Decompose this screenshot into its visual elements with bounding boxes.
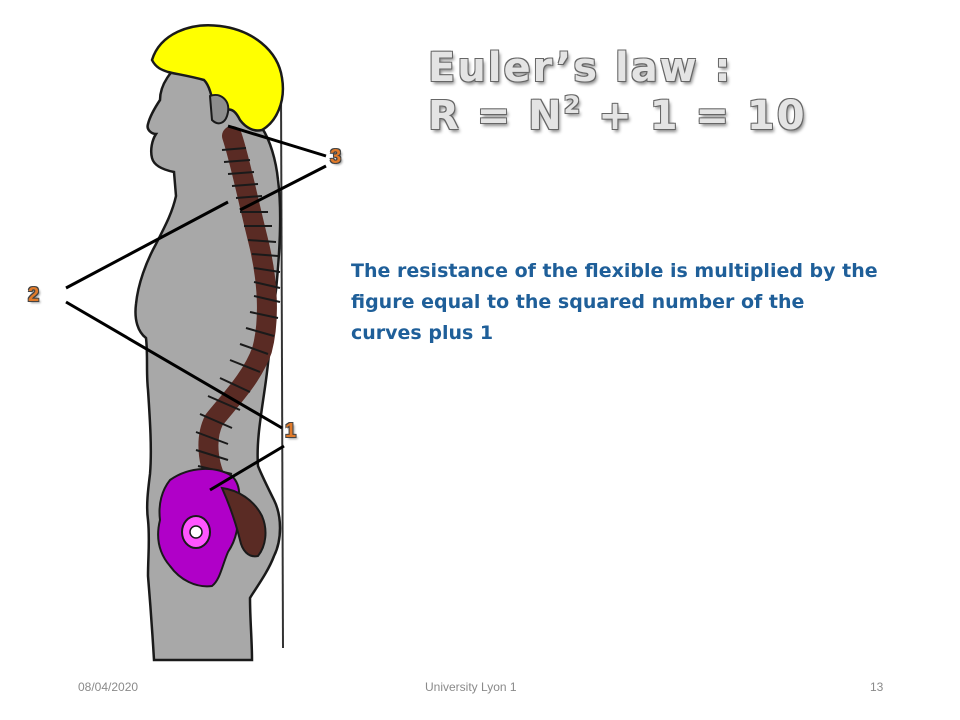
vertebrae xyxy=(195,147,281,475)
formula-suffix: + 1 = 10 xyxy=(582,93,807,139)
explanation-text: The resistance of the flexible is multip… xyxy=(351,260,878,344)
hair xyxy=(150,24,285,132)
title-line-1: Euler’s law : xyxy=(428,45,733,91)
formula: R = N2 + 1 = 10 xyxy=(428,92,807,140)
footer-page-number: 13 xyxy=(870,680,884,694)
spine xyxy=(198,126,277,500)
formula-exponent: 2 xyxy=(563,91,583,119)
label-curve-3: 3 xyxy=(330,146,342,168)
footer-institution: University Lyon 1 xyxy=(425,680,517,694)
footer-date: 08/04/2020 xyxy=(78,680,139,694)
sacrum xyxy=(220,486,267,558)
ear xyxy=(208,94,230,125)
label-curve-2: 2 xyxy=(28,284,40,306)
slide-title: Euler’s law : R = N2 + 1 = 10 xyxy=(428,44,807,140)
plumb-line xyxy=(280,89,284,649)
formula-prefix: R = N xyxy=(428,93,564,139)
label-curve-1: 1 xyxy=(285,420,297,442)
pointer-lines xyxy=(65,124,327,492)
